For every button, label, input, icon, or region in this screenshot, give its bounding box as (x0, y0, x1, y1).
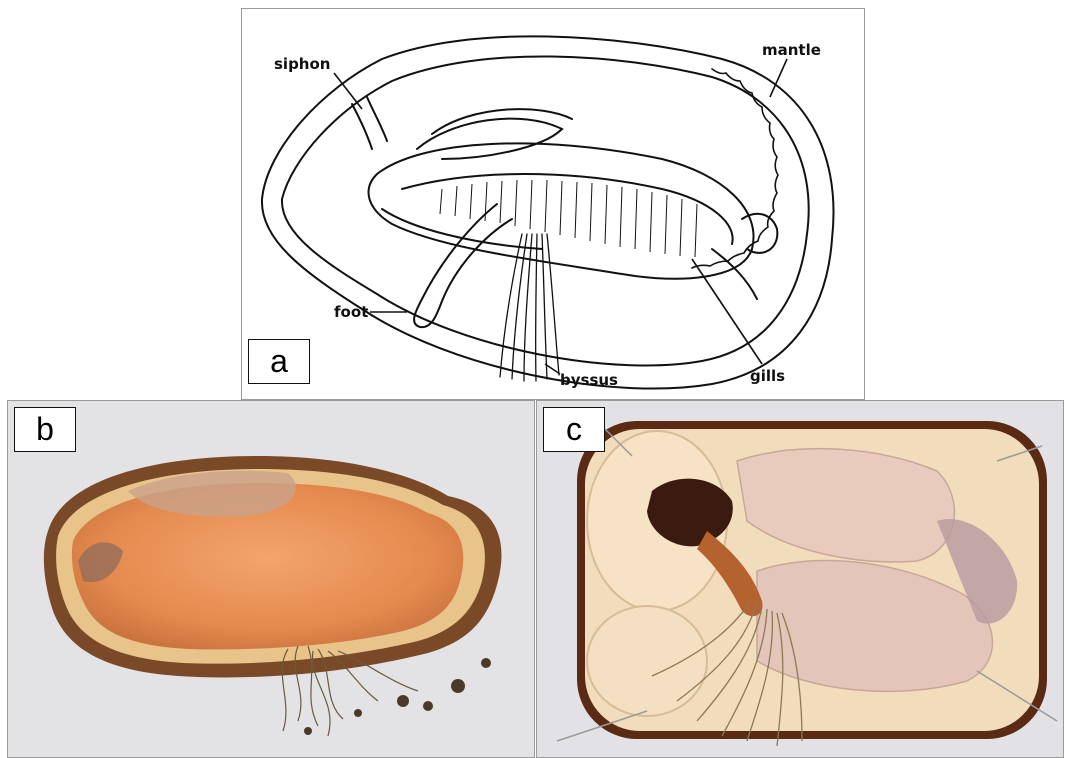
panel-letter-a: a (248, 339, 310, 384)
foot-shape (414, 204, 512, 327)
label-gills: gills (750, 367, 785, 385)
label-siphon: siphon (274, 55, 330, 73)
panel-letter-b: b (14, 407, 76, 452)
mantle-edge (692, 69, 778, 268)
siphon-tube (352, 104, 372, 149)
diagram-panel-a: siphon mantle foot byssus gills a (241, 8, 865, 400)
panel-letter-c: c (543, 407, 605, 452)
mussel-photo-b (8, 401, 534, 757)
anatomy-drawing: siphon mantle foot byssus gills (242, 9, 864, 399)
label-mantle: mantle (762, 41, 821, 59)
photo-panel-c: c (536, 400, 1064, 758)
photo-panel-b: b (7, 400, 535, 758)
label-foot: foot (334, 303, 368, 321)
mussel-photo-c (537, 401, 1063, 757)
label-byssus: byssus (560, 371, 618, 389)
